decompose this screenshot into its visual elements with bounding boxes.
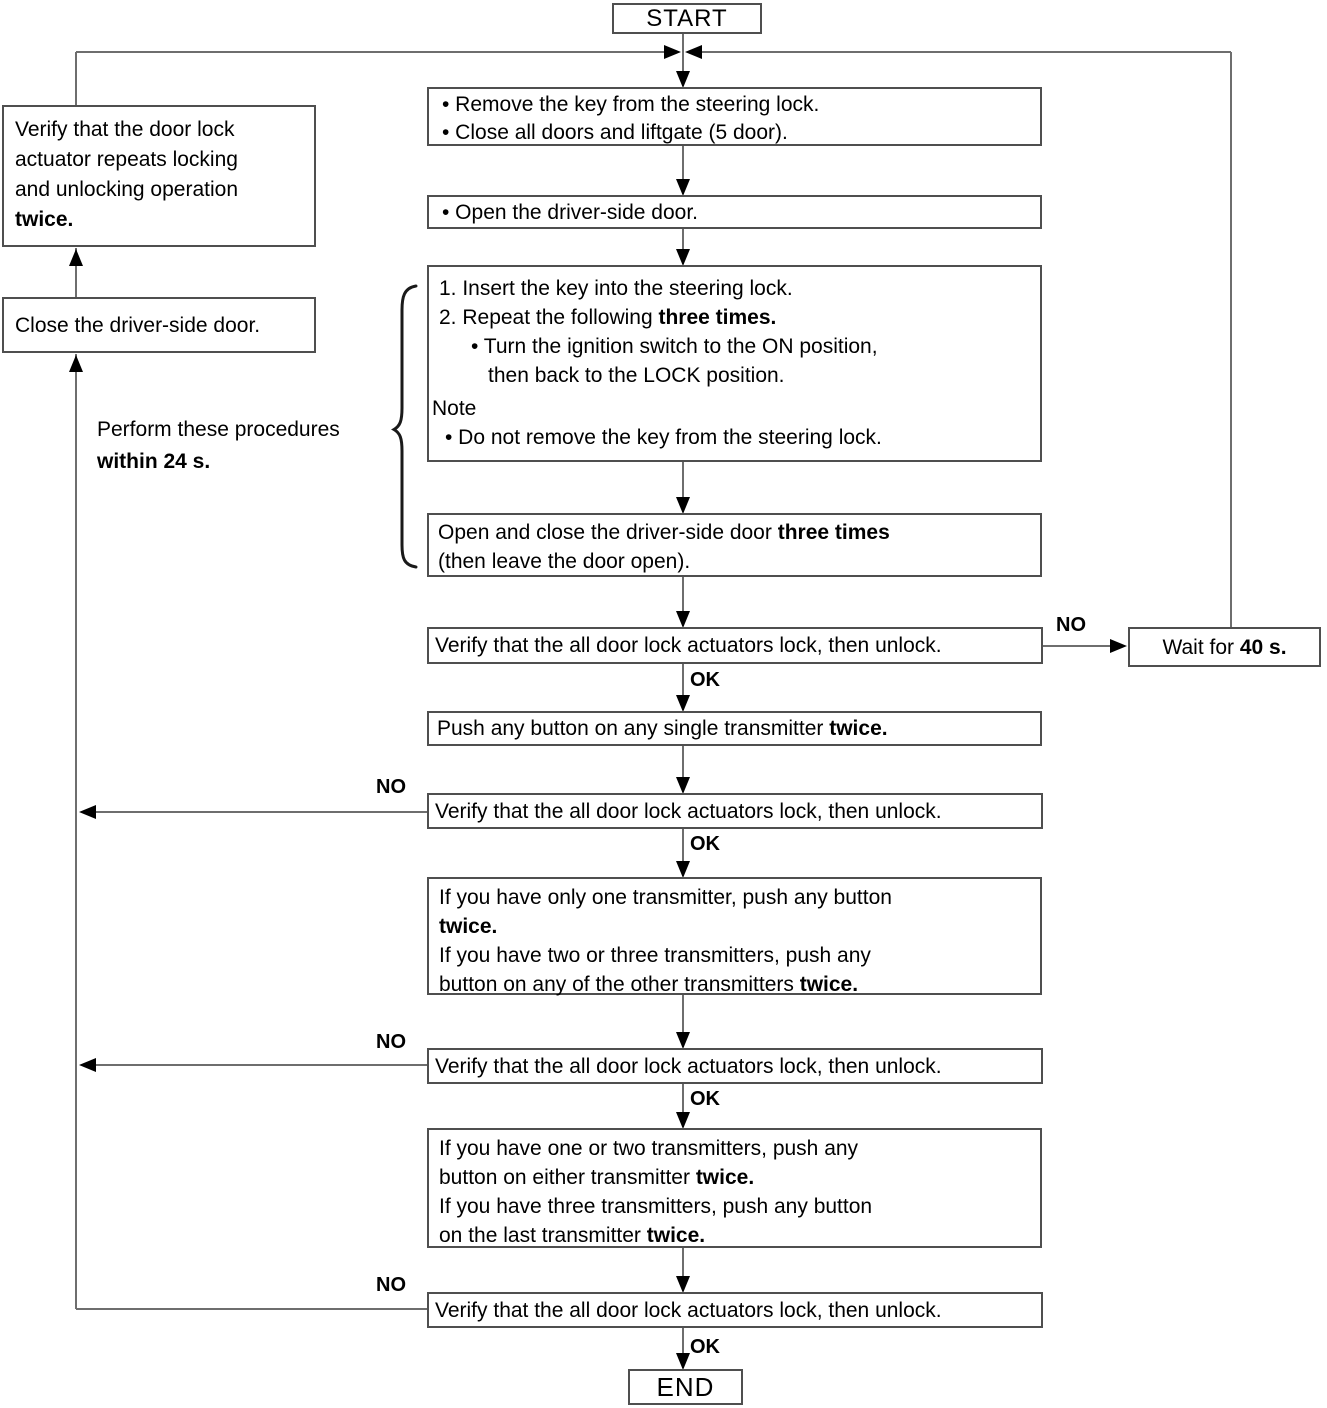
no-label-1: NO bbox=[376, 776, 406, 798]
arrowheads bbox=[69, 45, 1127, 1370]
remove-key-close-doors-box: • Remove the key from the steering lock.… bbox=[427, 87, 1042, 146]
wait-40s-box: Wait for 40 s. bbox=[1128, 627, 1321, 667]
verify-actuators-box-4: Verify that the all door lock actuators … bbox=[427, 1292, 1043, 1328]
ok-label-4: OK bbox=[690, 1336, 720, 1358]
ignition-cycle-box: 1. Insert the key into the steering lock… bbox=[427, 265, 1042, 462]
flow-lines bbox=[75, 33, 1232, 1368]
start-terminal: START bbox=[612, 3, 762, 34]
verify-actuators-box-2: Verify that the all door lock actuators … bbox=[427, 793, 1043, 829]
start-label: START bbox=[646, 5, 728, 32]
ok-label-3: OK bbox=[690, 1088, 720, 1110]
push-any-button-box: Push any button on any single transmitte… bbox=[427, 711, 1042, 746]
perform-within-24s-note: Perform these procedures within 24 s. bbox=[97, 418, 340, 473]
brace bbox=[391, 284, 418, 569]
no-label-3: NO bbox=[376, 1274, 406, 1296]
open-close-three-times-box: Open and close the driver-side door thre… bbox=[427, 513, 1042, 577]
end-label: END bbox=[656, 1371, 715, 1402]
open-driver-door-box: • Open the driver-side door. bbox=[427, 195, 1042, 229]
third-transmitter-box: If you have one or two transmitters, pus… bbox=[427, 1128, 1042, 1248]
no-label-2: NO bbox=[376, 1031, 406, 1053]
verify-actuator-repeats-box: Verify that the door lock actuator repea… bbox=[2, 105, 316, 247]
no-label-wait-branch: NO bbox=[1056, 614, 1086, 636]
verify-actuators-box-1: Verify that the all door lock actuators … bbox=[427, 627, 1043, 664]
ok-label-2: OK bbox=[690, 833, 720, 855]
close-driver-door-box: Close the driver-side door. bbox=[2, 297, 316, 353]
end-terminal: END bbox=[628, 1369, 743, 1405]
second-transmitter-box: If you have only one transmitter, push a… bbox=[427, 877, 1042, 996]
ok-label-1: OK bbox=[690, 669, 720, 691]
verify-actuators-box-3: Verify that the all door lock actuators … bbox=[427, 1048, 1043, 1084]
